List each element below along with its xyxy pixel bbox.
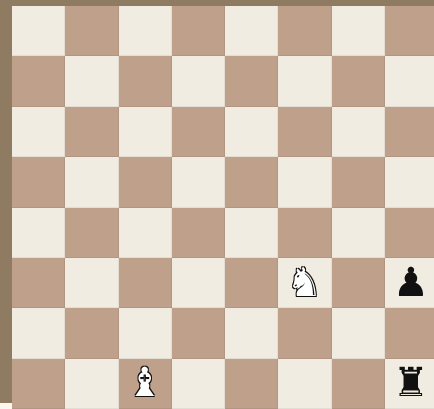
square-e3[interactable] xyxy=(225,258,278,308)
square-f6[interactable] xyxy=(278,107,331,157)
square-h3[interactable]: ♟ xyxy=(385,258,434,308)
square-b4[interactable] xyxy=(65,208,118,258)
square-e1[interactable] xyxy=(225,359,278,409)
square-c1[interactable]: ♝ xyxy=(119,359,172,409)
white-knight-piece[interactable]: ♞ xyxy=(286,263,322,303)
chessboard: ♞ ♟ ♝ ♜ xyxy=(12,6,434,409)
square-a3[interactable] xyxy=(12,258,65,308)
square-g6[interactable] xyxy=(332,107,385,157)
square-d5[interactable] xyxy=(172,157,225,207)
square-b7[interactable] xyxy=(65,56,118,106)
square-d1[interactable] xyxy=(172,359,225,409)
square-c4[interactable] xyxy=(119,208,172,258)
square-c7[interactable] xyxy=(119,56,172,106)
square-c8[interactable] xyxy=(119,6,172,56)
black-pawn-piece[interactable]: ♟ xyxy=(393,263,429,303)
square-e6[interactable] xyxy=(225,107,278,157)
square-b2[interactable] xyxy=(65,308,118,358)
square-d7[interactable] xyxy=(172,56,225,106)
square-h6[interactable] xyxy=(385,107,434,157)
square-f2[interactable] xyxy=(278,308,331,358)
square-b6[interactable] xyxy=(65,107,118,157)
white-bishop-piece[interactable]: ♝ xyxy=(127,363,163,403)
square-h8[interactable] xyxy=(385,6,434,56)
square-f5[interactable] xyxy=(278,157,331,207)
square-h7[interactable] xyxy=(385,56,434,106)
square-a8[interactable] xyxy=(12,6,65,56)
square-e4[interactable] xyxy=(225,208,278,258)
square-d8[interactable] xyxy=(172,6,225,56)
square-g8[interactable] xyxy=(332,6,385,56)
square-g5[interactable] xyxy=(332,157,385,207)
square-f8[interactable] xyxy=(278,6,331,56)
square-h1[interactable]: ♜ xyxy=(385,359,434,409)
square-d3[interactable] xyxy=(172,258,225,308)
square-a6[interactable] xyxy=(12,107,65,157)
square-f3[interactable]: ♞ xyxy=(278,258,331,308)
square-b8[interactable] xyxy=(65,6,118,56)
square-c5[interactable] xyxy=(119,157,172,207)
square-f1[interactable] xyxy=(278,359,331,409)
square-c2[interactable] xyxy=(119,308,172,358)
square-g2[interactable] xyxy=(332,308,385,358)
square-a2[interactable] xyxy=(12,308,65,358)
square-e5[interactable] xyxy=(225,157,278,207)
square-d4[interactable] xyxy=(172,208,225,258)
square-f7[interactable] xyxy=(278,56,331,106)
square-g7[interactable] xyxy=(332,56,385,106)
square-a7[interactable] xyxy=(12,56,65,106)
square-a5[interactable] xyxy=(12,157,65,207)
black-rook-piece[interactable]: ♜ xyxy=(393,363,429,403)
square-e7[interactable] xyxy=(225,56,278,106)
square-f4[interactable] xyxy=(278,208,331,258)
square-c3[interactable] xyxy=(119,258,172,308)
square-d2[interactable] xyxy=(172,308,225,358)
square-b1[interactable] xyxy=(65,359,118,409)
square-b3[interactable] xyxy=(65,258,118,308)
square-g3[interactable] xyxy=(332,258,385,308)
square-h4[interactable] xyxy=(385,208,434,258)
square-h2[interactable] xyxy=(385,308,434,358)
square-e8[interactable] xyxy=(225,6,278,56)
square-g4[interactable] xyxy=(332,208,385,258)
square-d6[interactable] xyxy=(172,107,225,157)
square-g1[interactable] xyxy=(332,359,385,409)
square-a4[interactable] xyxy=(12,208,65,258)
square-a1[interactable] xyxy=(12,359,65,409)
square-b5[interactable] xyxy=(65,157,118,207)
square-c6[interactable] xyxy=(119,107,172,157)
square-e2[interactable] xyxy=(225,308,278,358)
square-h5[interactable] xyxy=(385,157,434,207)
